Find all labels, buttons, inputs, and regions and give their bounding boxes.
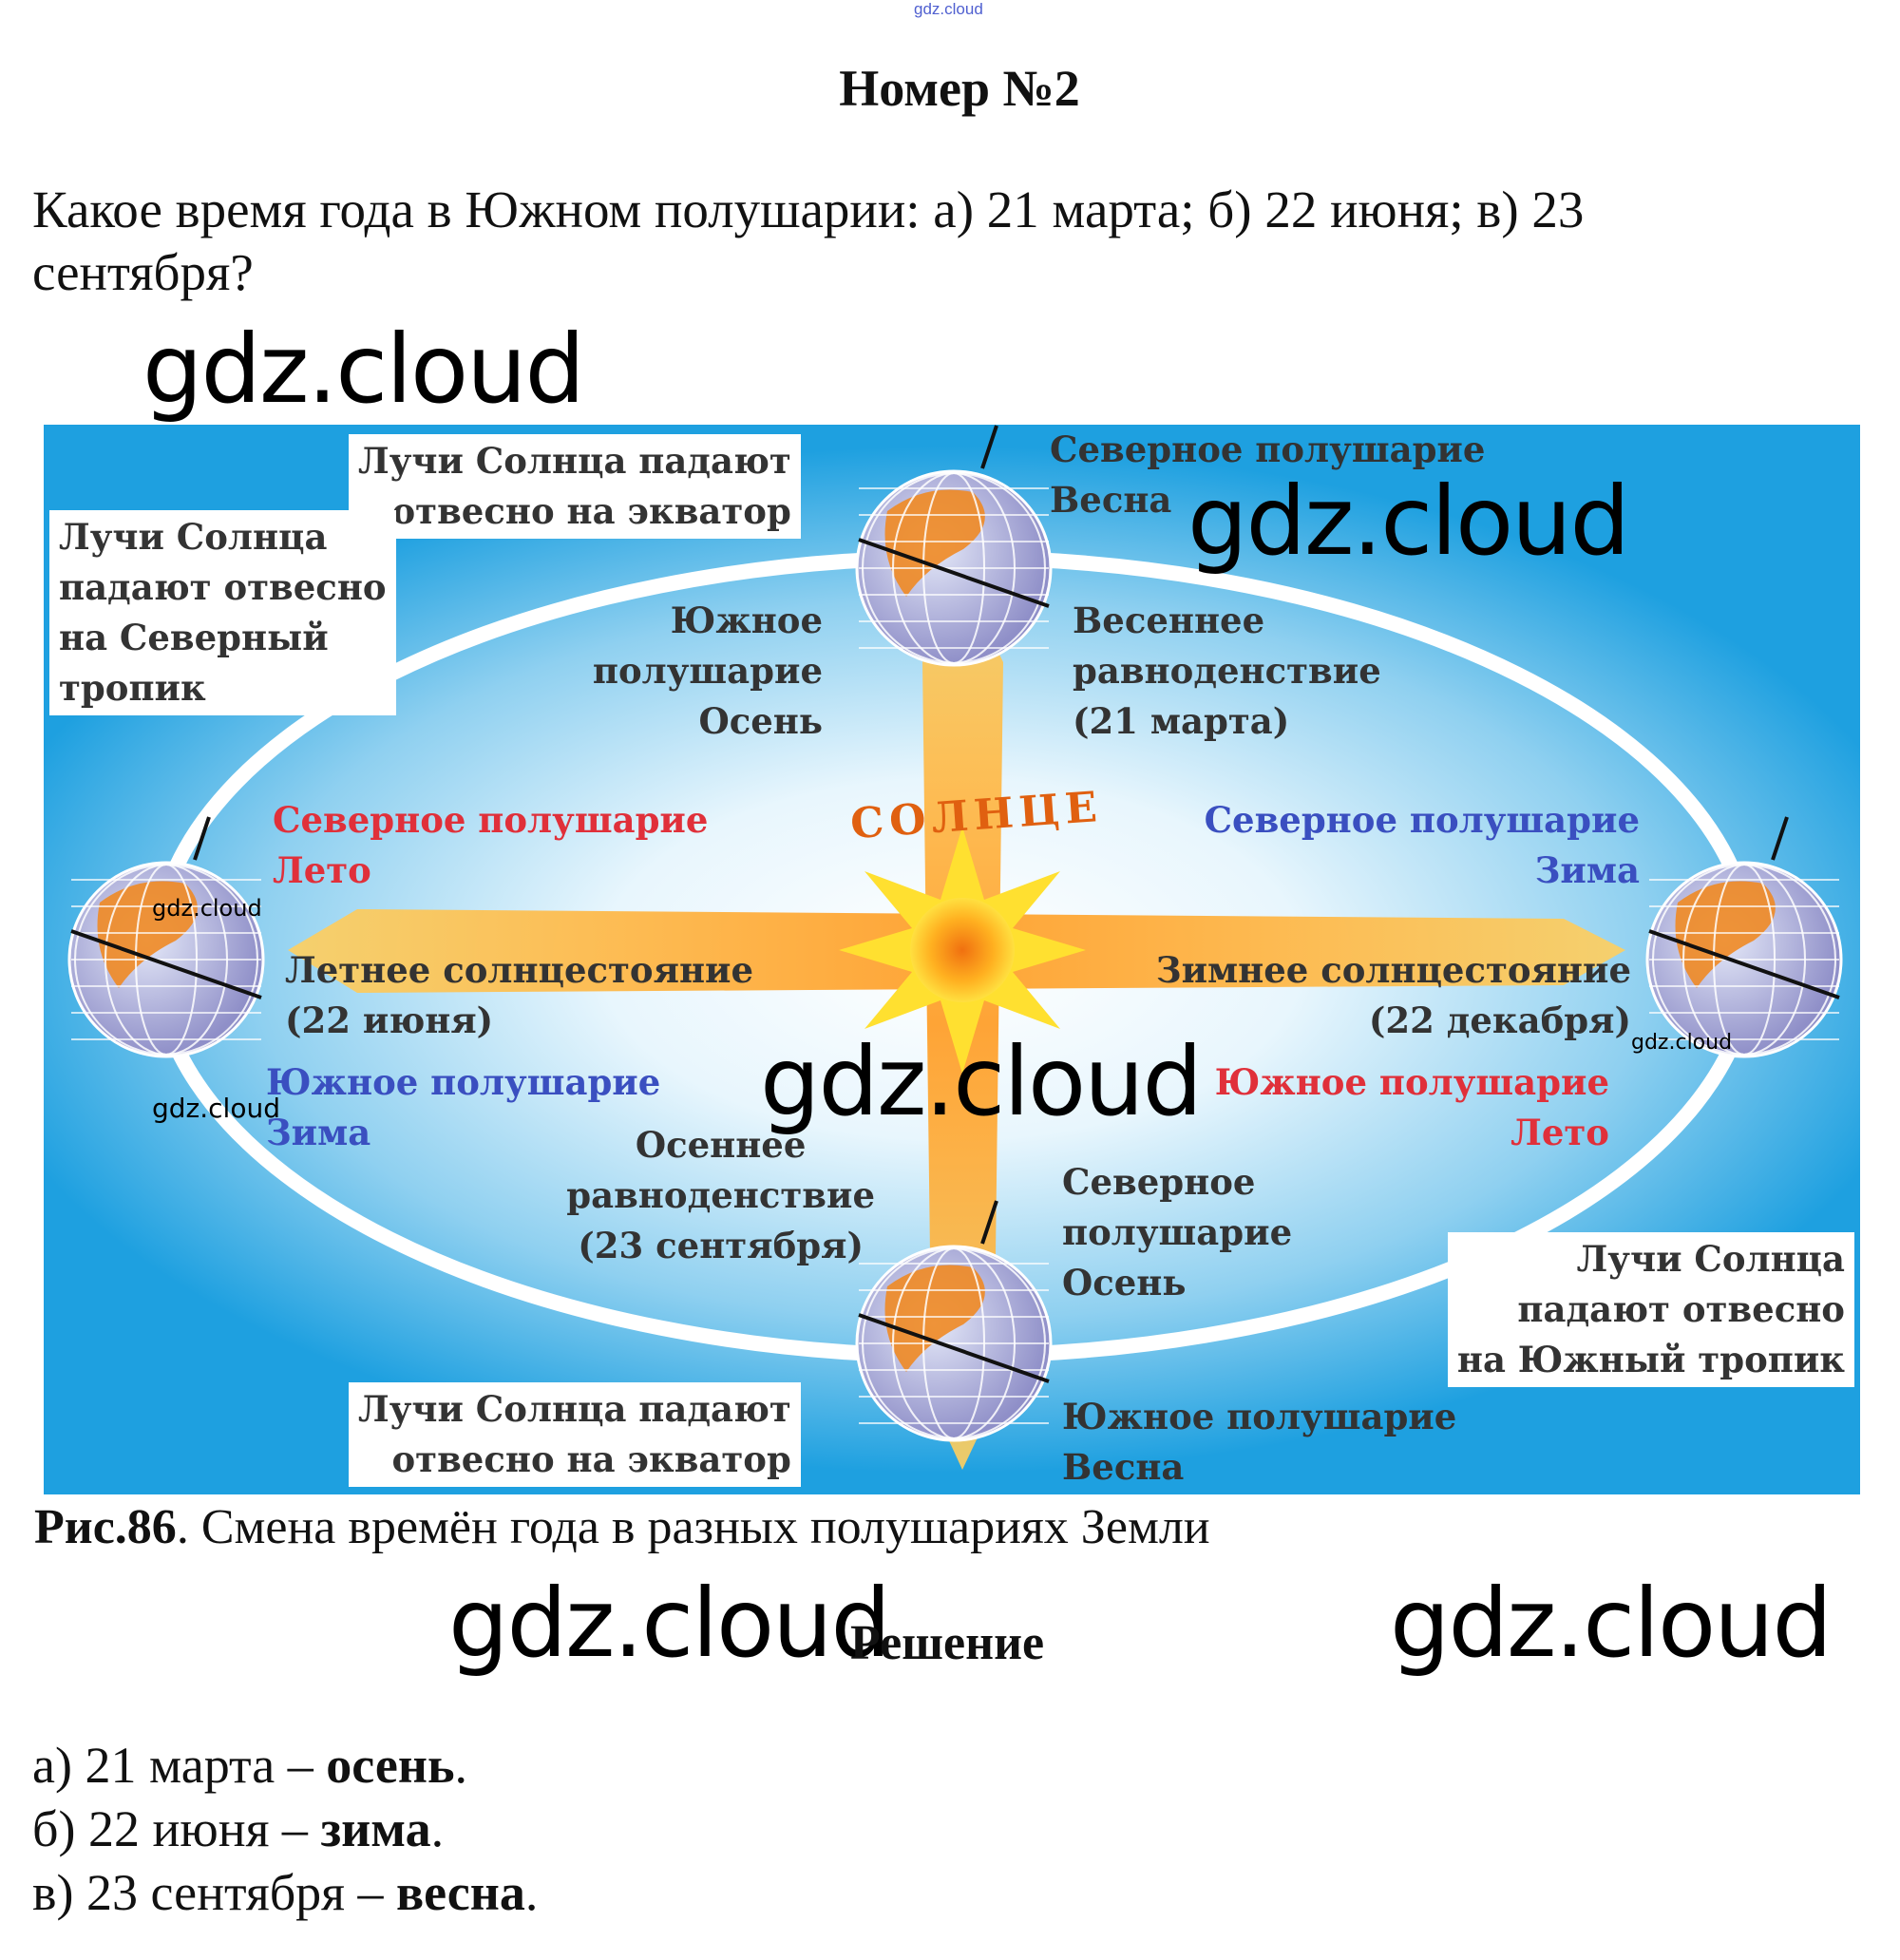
sun-icon [839,827,1086,1074]
answer-prefix: в) 23 сентября – [32,1864,397,1921]
label-south-autumn: Южное полушарие Осень [592,599,823,742]
label-summer-solstice: Летнее солнцестояние (22 июня) [285,949,754,1041]
watermark: gdz.cloud [448,1568,891,1679]
figure-caption: Рис.86. Смена времён года в разных полуш… [34,1499,1210,1555]
label-rays-equator-top: Лучи Солнца падают отвесно на экватор [349,434,801,539]
label-spring-equinox: Весеннее равноденствие (21 марта) [1073,599,1381,742]
answer-prefix: б) 22 июня – [32,1800,321,1857]
question-text: Какое время года в Южном полушарии: а) 2… [32,181,1585,301]
answer-c: в) 23 сентября – весна. [32,1861,538,1925]
answers-list: а) 21 марта – осень. б) 22 июня – зима. … [32,1734,538,1925]
answer-suffix: . [524,1864,539,1921]
label-south-spring: Южное полушарие Весна [1062,1396,1457,1488]
label-south-winter: Южное полушарие Зима [266,1061,661,1153]
label-north-winter: Северное полушарие Зима [1204,799,1640,891]
watermark: gdz.cloud [760,1026,1203,1137]
watermark: gdz.cloud [1188,466,1630,577]
globe-icon-left [67,816,265,1058]
answer-suffix: . [430,1800,445,1857]
top-watermark: gdz.cloud [914,0,983,18]
solution-heading: Решение [850,1616,1045,1670]
orbit-diagram [67,425,1843,1470]
globe-icon-bottom [855,1200,1053,1442]
label-rays-equator-bottom: Лучи Солнца падают отвесно на экватор [349,1382,801,1487]
answer-a: а) 21 марта – осень. [32,1734,538,1798]
watermark: gdz.cloud [152,1093,280,1124]
label-south-summer: Южное полушарие Лето [1214,1061,1609,1153]
label-north-autumn: Северное полушарие Осень [1062,1161,1293,1303]
watermark: gdz.cloud [142,314,585,425]
answer-suffix: . [454,1737,468,1794]
watermark: gdz.cloud [1631,1031,1733,1055]
answer-value: весна [396,1864,525,1921]
answer-value: осень [326,1737,455,1794]
label-north-summer: Северное полушарие Лето [273,799,709,891]
watermark: gdz.cloud [1390,1568,1833,1679]
caption-text: . Смена времён года в разных полушариях … [176,1500,1210,1554]
label-north-spring: Северное полушарие Весна [1050,428,1486,521]
watermark: gdz.cloud [152,895,262,922]
seasons-figure: Лучи Солнца падают отвесно на экватор Се… [44,425,1860,1494]
globe-icon-right [1645,816,1843,1058]
label-rays-south-tropic: Лучи Солнца падают отвесно на Южный троп… [1447,1232,1854,1387]
answer-prefix: а) 21 марта – [32,1737,327,1794]
caption-label: Рис.86 [34,1500,177,1554]
label-winter-solstice: Зимнее солнцестояние (22 декабря) [1155,949,1631,1041]
answer-b: б) 22 июня – зима. [32,1798,538,1861]
label-autumn-equinox: Осеннее равноденствие (23 сентября) [566,1124,875,1266]
answer-value: зима [320,1800,431,1857]
label-rays-north-tropic: Лучи Солнца падают отвесно на Северный т… [49,510,396,715]
page-title: Номер №2 [839,60,1080,117]
globe-icon-top [855,425,1053,667]
